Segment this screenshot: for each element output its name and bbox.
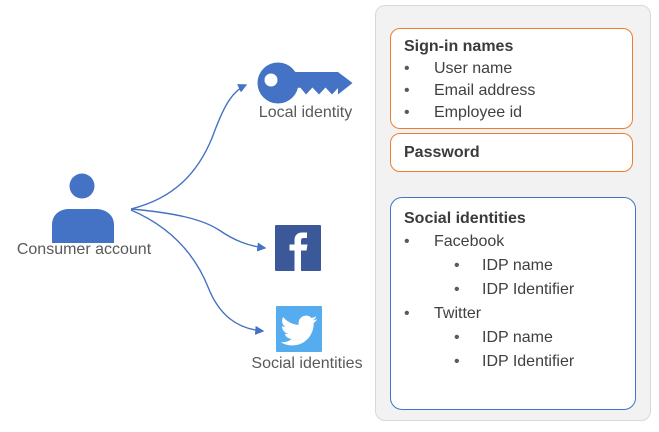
provider-attribute: IDP Identifier — [482, 281, 575, 298]
provider-attribute: IDP name — [482, 329, 553, 346]
provider-attribute: IDP name — [482, 257, 553, 274]
list-item: IDP name — [404, 254, 627, 278]
password-title: Password — [404, 144, 480, 161]
list-item: IDP name — [404, 326, 627, 350]
consumer-account-label: Consumer account — [16, 241, 152, 258]
social-identities-list: Facebook IDP name IDP Identifier Twitter… — [404, 230, 627, 374]
list-item: User name — [404, 58, 624, 80]
local-identity-label: Local identity — [258, 104, 353, 121]
list-item: Twitter — [404, 302, 627, 326]
facebook-icon — [275, 225, 321, 271]
twitter-icon — [276, 306, 322, 352]
list-item-text: User name — [434, 60, 513, 77]
list-item: IDP Identifier — [404, 350, 627, 374]
signin-names-box: Sign-in names User name Email address Em… — [390, 28, 633, 129]
key-icon — [257, 62, 353, 104]
person-icon — [52, 173, 114, 243]
social-identities-title: Social identities — [404, 210, 526, 227]
social-identities-label: Social identities — [251, 355, 363, 372]
list-item-text: Email address — [434, 82, 536, 99]
provider-name: Twitter — [434, 305, 482, 322]
provider-attribute: IDP Identifier — [482, 353, 575, 370]
list-item: Facebook — [404, 230, 627, 254]
list-item-text: Employee id — [434, 104, 523, 121]
signin-names-title: Sign-in names — [404, 38, 514, 55]
list-item: IDP Identifier — [404, 278, 627, 302]
social-identities-box: Social identities Facebook IDP name IDP … — [390, 197, 636, 410]
signin-names-list: User name Email address Employee id — [404, 58, 624, 124]
arrow-to-local-identity — [130, 84, 248, 210]
list-item: Email address — [404, 80, 624, 102]
password-box: Password — [390, 133, 633, 172]
facebook-f-glyph — [289, 232, 308, 271]
list-item: Employee id — [404, 102, 624, 124]
arrow-to-twitter — [130, 209, 265, 335]
provider-name: Facebook — [434, 233, 505, 250]
twitter-bird-glyph — [280, 315, 318, 346]
